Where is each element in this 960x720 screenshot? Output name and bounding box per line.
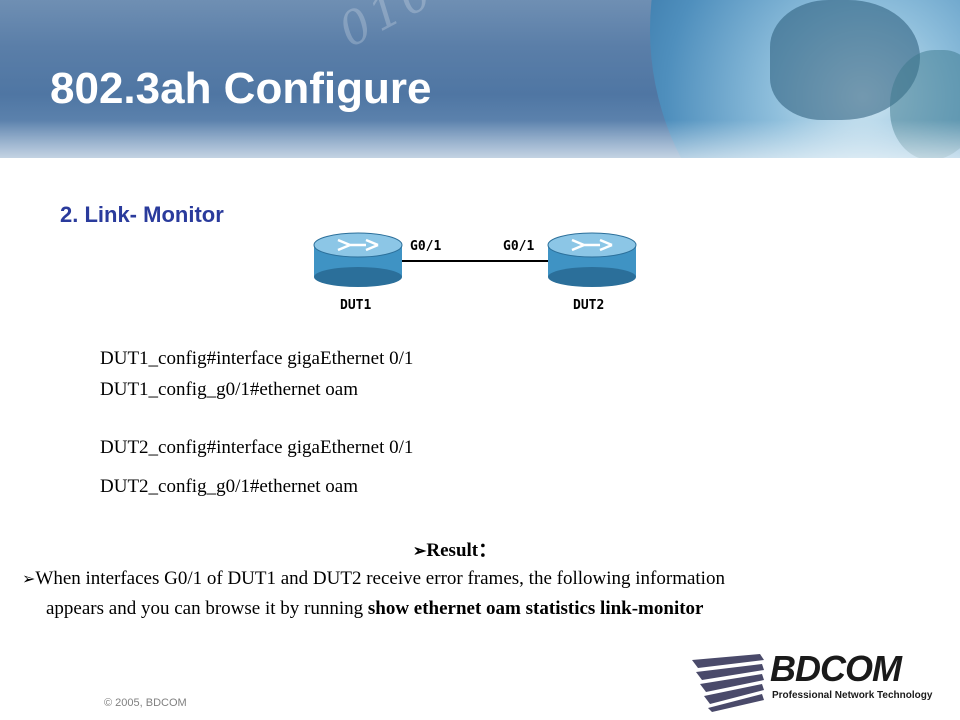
arrow-bullet-icon: ➢ — [413, 543, 427, 560]
logo-tagline: Professional Network Technology — [772, 690, 933, 701]
command-line: DUT1_config#interface gigaEthernet 0/1 — [100, 348, 414, 369]
network-diagram: G0/1 G0/1 DUT1 DUT2 — [313, 232, 637, 313]
result-line-2: appears and you can browse it by running… — [46, 598, 704, 619]
arrow-bullet-icon: ➢ — [22, 571, 36, 588]
device-label-dut1: DUT1 — [340, 298, 371, 313]
logo-name: BDCOM — [770, 648, 902, 689]
command-line: DUT2_config#interface gigaEthernet 0/1 — [100, 437, 414, 458]
command-line: DUT2_config_g0/1#ethernet oam — [100, 476, 359, 497]
router-icon-dut1 — [313, 232, 403, 287]
bdcom-logo-icon — [692, 654, 764, 712]
result-description: ➢When interfaces G0/1 of DUT1 and DUT2 r… — [22, 564, 942, 623]
result-line-1: ➢When interfaces G0/1 of DUT1 and DUT2 r… — [22, 568, 725, 589]
command-line: DUT1_config_g0/1#ethernet oam — [100, 379, 359, 400]
slide-subtitle: 2. Link- Monitor — [60, 202, 224, 227]
result-heading: ➢Result： — [413, 535, 497, 562]
router-icon-dut2 — [547, 232, 637, 287]
slide-header: 0101 0101 1010 — [0, 0, 960, 158]
result-label: Result： — [426, 540, 498, 561]
header-fade — [0, 120, 960, 158]
show-command: show ethernet oam statistics link-monito… — [367, 598, 704, 619]
port-label-right: G0/1 — [503, 239, 534, 254]
slide-title: 802.3ah Configure — [50, 64, 432, 113]
copyright-text: © 2005, BDCOM — [104, 697, 187, 709]
port-label-left: G0/1 — [410, 239, 441, 254]
device-label-dut2: DUT2 — [573, 298, 604, 313]
